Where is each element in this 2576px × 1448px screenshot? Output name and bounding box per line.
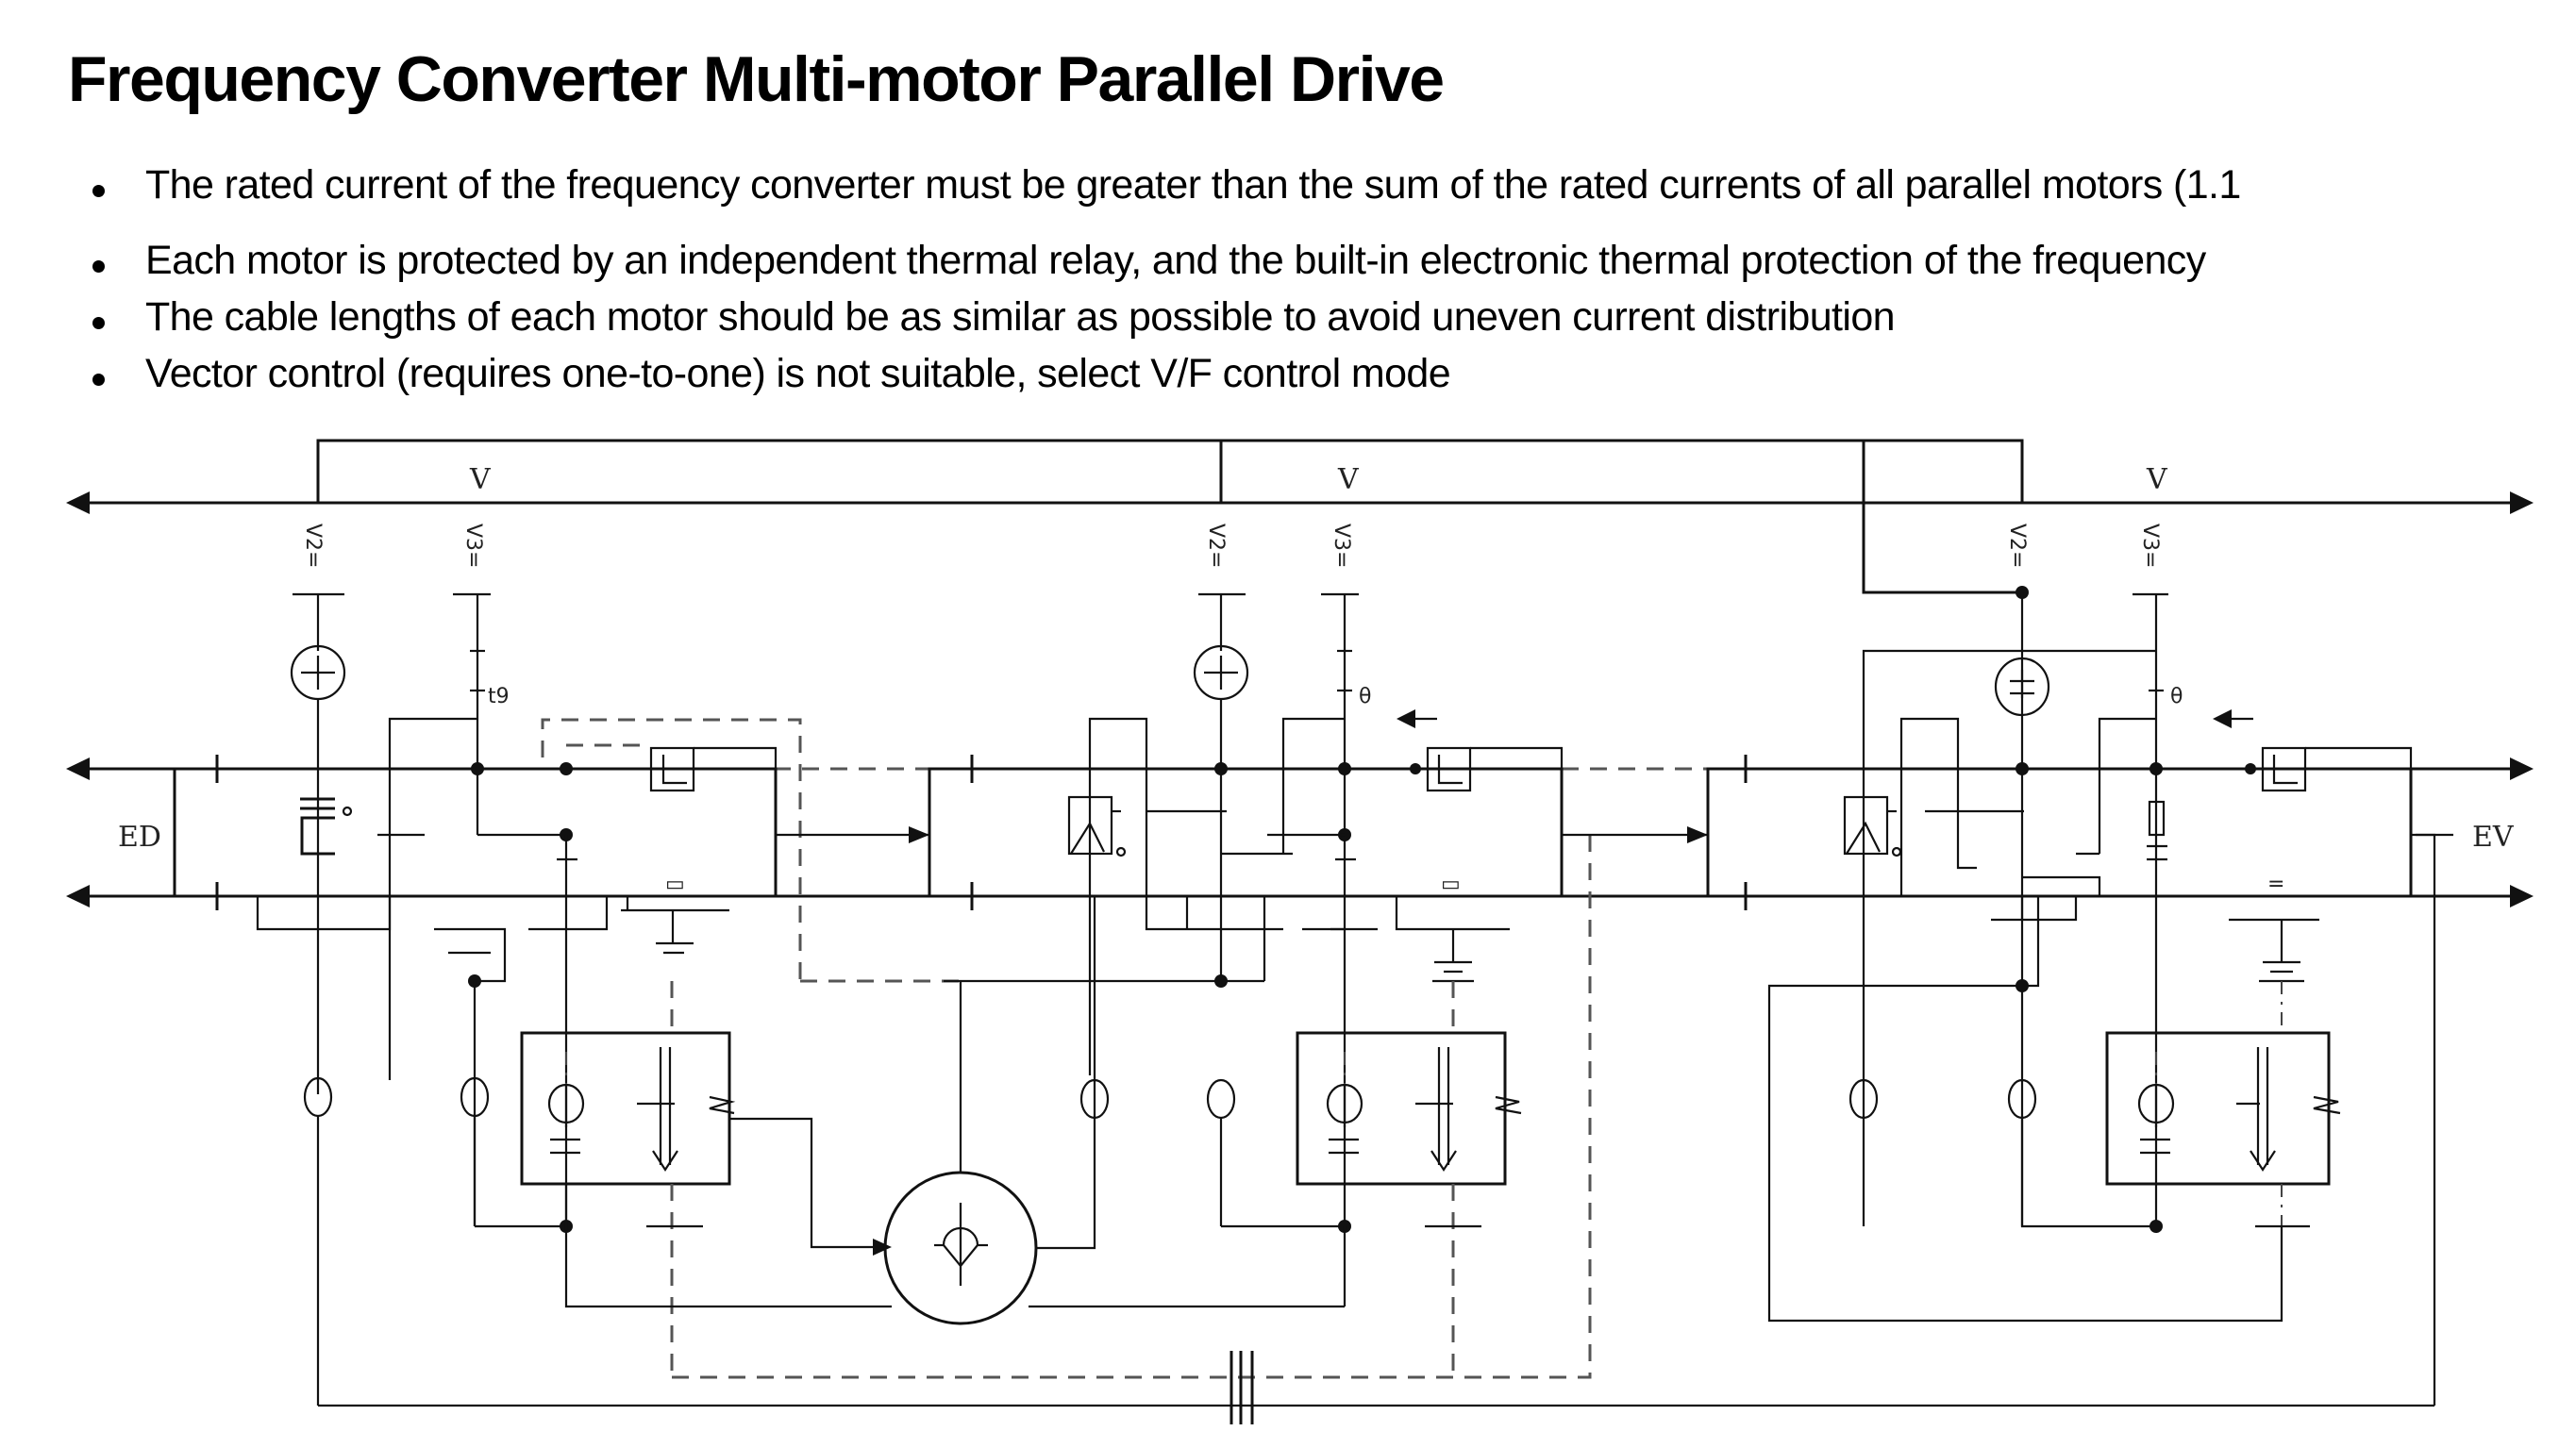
tap-label: θ [1359, 685, 1371, 708]
contactor-mark: ▭ [1441, 873, 1461, 896]
tap-label: θ [2170, 685, 2183, 708]
terminal-label: V3= [461, 524, 485, 568]
arrow-left-icon [66, 757, 90, 780]
arrow-right-icon [2510, 491, 2534, 514]
bus-label-v1: V [469, 463, 492, 496]
bullet-dot-icon [92, 185, 105, 197]
right-label: EV [2472, 821, 2515, 854]
amplifier-icon [1843, 795, 1902, 857]
voltage-source-icon [290, 644, 346, 701]
terminal-label: V2= [2005, 524, 2029, 568]
terminal-labels: V2= V3= V2= V3= V2= V3= [301, 524, 2162, 568]
arrow-left-icon [66, 885, 90, 907]
ground-icon [621, 908, 729, 955]
tap-label: t9 [488, 685, 510, 708]
thermal-relay-icon [2261, 746, 2307, 792]
top-bus [66, 439, 2534, 599]
thermal-relay-icon [1426, 746, 1472, 792]
thermal-relay-icon [649, 746, 695, 792]
bottom-return-line [318, 1351, 2434, 1424]
arrow-right-icon [909, 826, 929, 843]
current-transformer-icon [1206, 1078, 1236, 1120]
motor-symbol-icon [883, 1171, 1038, 1325]
current-transformer-icon [1079, 1078, 1110, 1120]
arrow-right-icon [873, 1239, 892, 1256]
contactor-mark: = [2267, 873, 2284, 896]
slide-title: Frequency Converter Multi-motor Parallel… [68, 43, 1445, 115]
contact-switch-icon [300, 797, 353, 856]
arrow-left-icon [2213, 709, 2232, 728]
contactor-mark: ▭ [665, 873, 685, 896]
bus-label-v3: V [2146, 463, 2168, 496]
arrow-left-icon [1397, 709, 1415, 728]
arrow-right-icon [1687, 826, 1708, 843]
drive-unit-3: θ = [1706, 592, 2436, 1406]
amplifier-icon [1067, 795, 1127, 857]
ground-icon [2229, 918, 2319, 983]
drive-unit-2: θ ▭ [928, 592, 1708, 1377]
arrow-right-icon [2510, 885, 2534, 907]
cable-break-icon [1229, 1351, 1254, 1424]
terminal-label: V3= [2138, 524, 2162, 568]
voltage-source-icon [1994, 657, 2050, 717]
current-transformer-icon [1848, 1078, 1879, 1120]
left-label: ED [118, 821, 161, 854]
terminal-label: V3= [1330, 524, 1353, 568]
drive-unit-1: t9 ▭ [173, 592, 929, 1406]
bullet-dot-icon [92, 317, 105, 329]
arrow-left-icon [66, 491, 90, 514]
bullet-dot-icon [92, 374, 105, 386]
terminal-label: V2= [1204, 524, 1228, 568]
bullet-dot-icon [92, 260, 105, 273]
voltage-source-icon [1193, 644, 1249, 701]
ground-icon [1432, 929, 1474, 983]
terminal-label: V2= [301, 524, 325, 568]
bus-label-v2: V [1337, 463, 1360, 496]
arrow-right-icon [2510, 757, 2534, 780]
